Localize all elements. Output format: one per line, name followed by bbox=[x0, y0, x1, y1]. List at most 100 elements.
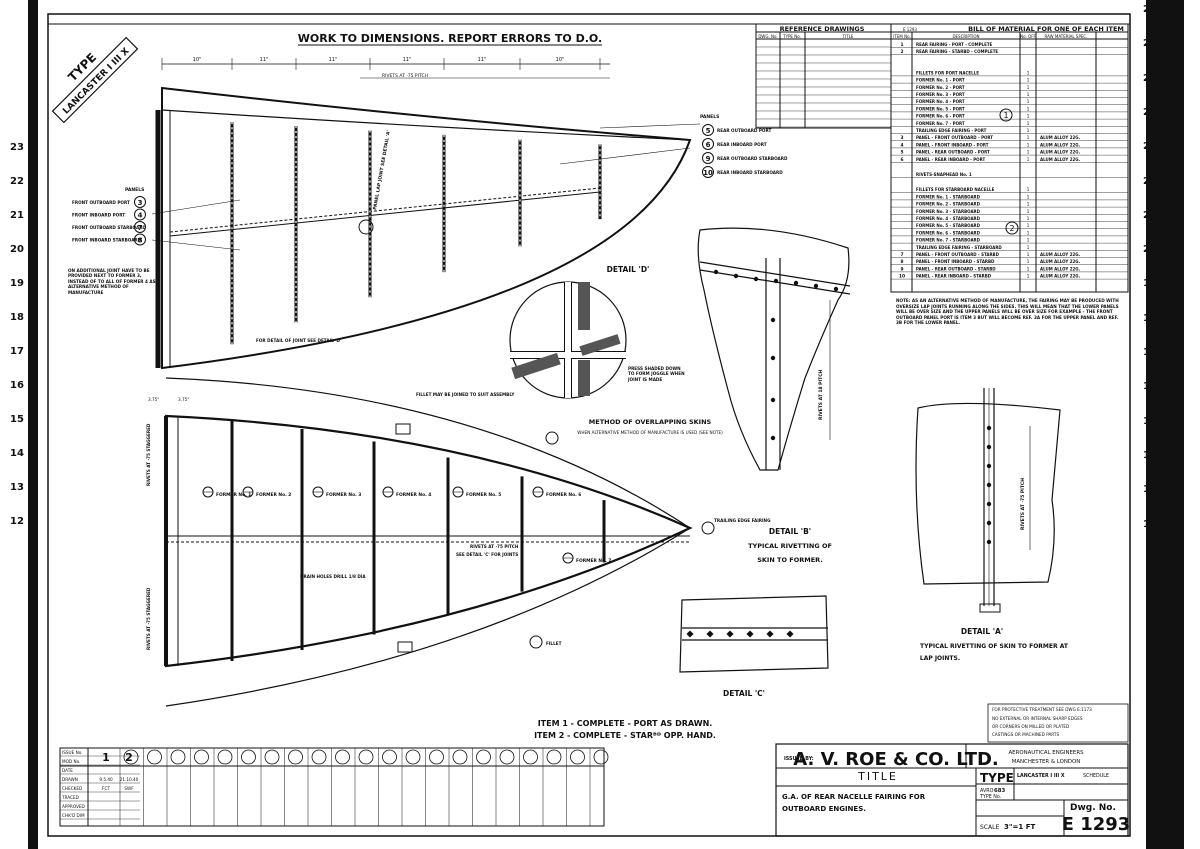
left-grid-number: 16 bbox=[10, 380, 24, 391]
bom-row-mat: ALUM ALLOY 22G. bbox=[1040, 252, 1081, 257]
rear-panel-number: 6 bbox=[706, 141, 711, 149]
top-rivets-note: RIVETS AT ·75 PITCH bbox=[382, 73, 428, 79]
protective-note: FOR PROTECTIVE TREATMENT SEE DWG E.1173 … bbox=[987, 703, 1129, 743]
panels-rear-label: PANELS bbox=[700, 114, 719, 120]
front-panel-label: FRONT INBOARD PORT bbox=[72, 213, 125, 218]
bom-row-qty: 1 bbox=[1027, 266, 1030, 272]
bom-row-mat: ALUM ALLOY 22G. bbox=[1040, 135, 1081, 140]
bom-port-item-qty: 1 bbox=[1027, 106, 1030, 112]
bom-row-qty: 1 bbox=[1027, 135, 1030, 141]
detail-d-press-note: PRESS SHADED DOWN TO FORM JOGGLE WHEN JO… bbox=[628, 366, 685, 382]
bom-row-item: 1 bbox=[900, 42, 903, 48]
rev-issue-circle bbox=[499, 749, 515, 765]
bom-port-item-desc: FORMER No. 5 - PORT bbox=[916, 106, 965, 111]
detail-a: RIVETS AT ·75 PITCH DETAIL 'A' TYPICAL R… bbox=[915, 388, 1069, 662]
bom-starbd-item-qty: 1 bbox=[1027, 209, 1030, 215]
protective-line-3: OR CORNERS ON MILLED OR PLATED bbox=[992, 724, 1069, 729]
right-grid-number: 14 bbox=[1143, 449, 1157, 461]
right-grid-number: 22 bbox=[1143, 175, 1157, 187]
bom-col-item: ITEM No. bbox=[893, 34, 911, 39]
right-film-border bbox=[1130, 0, 1200, 849]
bom-port-item-desc: FORMER No. 7 - PORT bbox=[916, 121, 965, 126]
rev-row-label: DATE bbox=[62, 768, 73, 773]
bom-starbd-item-desc: FILLETS FOR STARBOARD NACELLE bbox=[916, 187, 995, 192]
bom-starbd-item-desc: FORMER No. 6 - STARBOARD bbox=[916, 230, 981, 235]
detail-a-subtitle-2: LAP JOINTS. bbox=[920, 655, 960, 662]
detail-b-subtitle-1: TYPICAL RIVETTING OF bbox=[748, 542, 832, 550]
bom-starbd-item-qty: 1 bbox=[1027, 238, 1030, 244]
bom-port-item-desc: FORMER No. 1 - PORT bbox=[916, 78, 965, 83]
detail-c-title: DETAIL 'C' bbox=[723, 689, 765, 698]
bom-title: BILL OF MATERIAL FOR ONE OF EACH ITEM bbox=[968, 25, 1124, 33]
detail-c: DETAIL 'C' bbox=[679, 595, 829, 698]
rev-issue-circle bbox=[523, 749, 538, 765]
method-title: METHOD OF OVERLAPPING SKINS bbox=[589, 418, 712, 426]
avro-value: 683 bbox=[994, 788, 1006, 794]
bom-port-item-desc: TRAILING EDGE FAIRING - PORT bbox=[916, 128, 987, 133]
bom-row-desc: PANEL - FRONT INBOARD - STARBD bbox=[916, 259, 995, 264]
bom-row-item: 4 bbox=[900, 142, 903, 148]
rear-panel-number: 9 bbox=[706, 155, 711, 163]
bom-row-qty: 1 bbox=[1027, 142, 1030, 148]
bom-port-item-qty: 1 bbox=[1027, 121, 1030, 127]
detail-b-rivet bbox=[753, 276, 759, 282]
bom-port-item-desc: FORMER No. 4 - PORT bbox=[916, 99, 965, 104]
left-grid-number: 15 bbox=[10, 414, 24, 425]
former-label: FORMER No. 4 bbox=[396, 492, 431, 498]
rev-row-label: MOD No. bbox=[62, 759, 80, 764]
bom-rivets-desc: RIVETS-SNAPHEAD No. 1 bbox=[916, 172, 972, 177]
sheet-frame bbox=[47, 13, 1131, 837]
right-grid-number: 27 bbox=[1143, 4, 1157, 15]
rev-issue-number: 2 bbox=[125, 751, 133, 764]
bom-col-mat: RAW MATERIAL SPEC. bbox=[1045, 34, 1088, 39]
right-grid-number: 19 bbox=[1143, 278, 1157, 290]
former-label: FORMER No. 6 bbox=[546, 492, 581, 498]
front-panel-marker bbox=[134, 196, 146, 208]
bom-port-item-qty: 1 bbox=[1027, 99, 1030, 105]
bom-row-item: 10 bbox=[899, 274, 905, 280]
rear-panel-label: REAR INBOARD STARBOARD bbox=[717, 170, 783, 175]
right-grid-number: 25 bbox=[1143, 72, 1157, 84]
rev-issue-circle bbox=[593, 749, 609, 765]
bom-starbd-item-desc: FORMER No. 1 - STARBOARD bbox=[916, 194, 981, 199]
bom-row-desc: REAR FAIRING - PORT - COMPLETE bbox=[916, 42, 993, 47]
detail-b-rivet bbox=[770, 435, 776, 441]
rev-issue-number: 1 bbox=[102, 751, 110, 764]
bom-row-desc: PANEL - REAR OUTBOARD - STARBD bbox=[916, 266, 996, 271]
right-grid-number: 18 bbox=[1143, 312, 1157, 324]
rev-drawn: SWF bbox=[124, 786, 134, 791]
left-grid-number: 19 bbox=[10, 278, 24, 289]
detail-a-rivet bbox=[986, 501, 992, 507]
top-dim-label: 11" bbox=[403, 57, 412, 63]
items-note-1: ITEM 1 - COMPLETE - PORT AS DRAWN. bbox=[538, 719, 713, 728]
bom-starbd-item-desc: FORMER No. 4 - STARBOARD bbox=[916, 216, 981, 221]
left-grid-number: 22 bbox=[10, 176, 24, 187]
bom-starbd-item-qty: 1 bbox=[1027, 194, 1030, 200]
bom-port-item-qty: 1 bbox=[1027, 70, 1030, 76]
bom-starbd-item-qty: 1 bbox=[1027, 230, 1030, 236]
rev-issue-circle bbox=[264, 749, 280, 765]
bom-starbd-item-qty: 1 bbox=[1027, 245, 1030, 251]
left-grid-number: 18 bbox=[10, 312, 24, 323]
bom-row-mat: ALUM ALLOY 22G. bbox=[1040, 157, 1081, 162]
detail-b-rivet bbox=[770, 397, 776, 403]
side-rivets-pitch: RIVETS AT ·75 PITCH bbox=[470, 544, 519, 549]
fillet-label: FILLET bbox=[546, 641, 562, 646]
front-panel-number: 3 bbox=[138, 199, 143, 207]
front-panel-number: 4 bbox=[138, 212, 143, 220]
bom-row-item: 3 bbox=[900, 135, 903, 141]
rev-drawn: FCT bbox=[102, 786, 110, 791]
rev-row-label: TRACED bbox=[61, 795, 79, 800]
rev-issue-circle bbox=[476, 749, 491, 765]
ref-col-title: TITLE bbox=[842, 34, 854, 39]
detail-b-rivet bbox=[770, 355, 776, 361]
detail-b-rivet bbox=[713, 269, 719, 275]
bom-row-item: 8 bbox=[900, 259, 903, 265]
company-name: A. V. ROE & CO. LTD. bbox=[793, 749, 999, 770]
bom-group-1: 1 bbox=[1003, 111, 1008, 120]
detail-c-rivet bbox=[726, 630, 734, 638]
detail-c-rivet bbox=[766, 630, 774, 638]
bom-port-item-qty: 1 bbox=[1027, 92, 1030, 98]
bom-row-mat: ALUM ALLOY 22G. bbox=[1040, 142, 1081, 147]
